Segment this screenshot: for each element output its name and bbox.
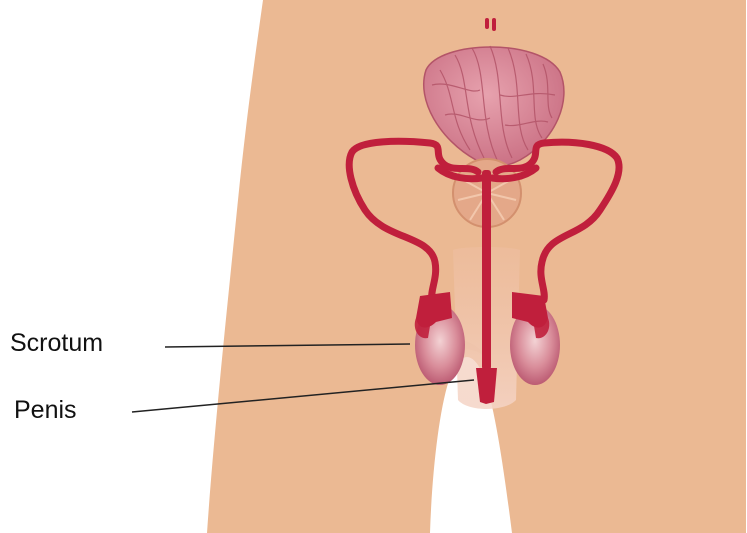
penis-label: Penis [14,396,77,424]
scrotum-label: Scrotum [10,329,103,357]
